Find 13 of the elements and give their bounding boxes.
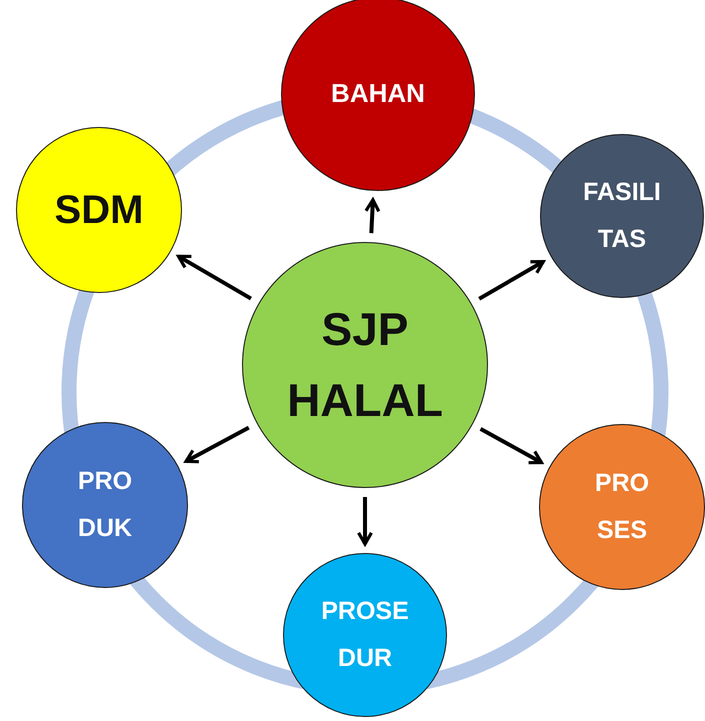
node-label: SDM: [54, 187, 144, 234]
arrow: [480, 427, 544, 464]
arrow: [176, 254, 252, 300]
arrow: [184, 426, 250, 464]
arrow: [364, 198, 380, 234]
node-label: SJP HALAL: [286, 302, 444, 428]
node-label: FASILI TAS: [582, 176, 662, 255]
node-label: PROSE DUR: [320, 596, 410, 674]
arrow: [357, 497, 373, 546]
node-label: BAHAN: [330, 77, 426, 110]
node-label: PRO DUK: [76, 466, 134, 544]
arrow: [478, 260, 545, 301]
node-label: PRO SES: [594, 468, 650, 546]
